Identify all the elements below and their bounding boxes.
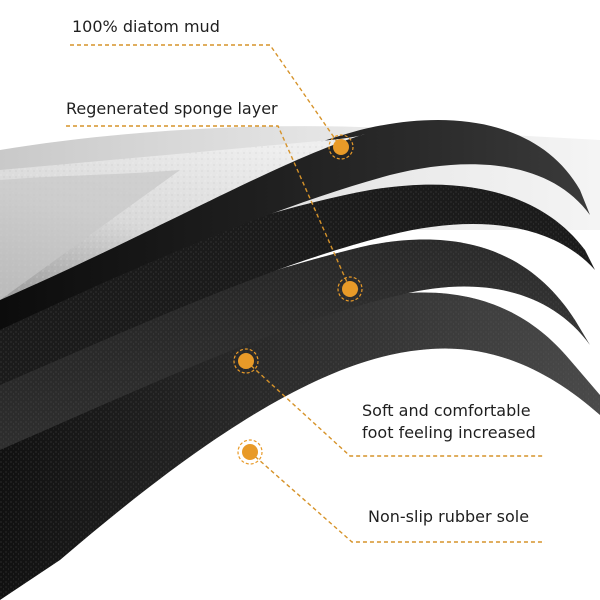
callout-dot-diatom (328, 134, 354, 160)
callout-markers (233, 134, 363, 465)
leader-soft (245, 360, 545, 457)
label-soft-line2: foot feeling increased (362, 423, 536, 442)
label-diatom-mud: 100% diatom mud (72, 17, 220, 36)
leader-sponge (66, 125, 351, 290)
label-soft-comfort: Soft and comfortable foot feeling increa… (362, 400, 536, 444)
callout-dot-rubber (237, 439, 263, 465)
callout-dot-soft (233, 348, 259, 374)
callout-dot-sponge (337, 276, 363, 302)
mat-side-surface (0, 170, 180, 300)
leader-rubber (249, 451, 545, 543)
label-sponge-layer: Regenerated sponge layer (66, 99, 278, 118)
label-soft-line1: Soft and comfortable (362, 401, 531, 420)
leader-lines (66, 44, 545, 543)
label-rubber-sole: Non-slip rubber sole (368, 507, 530, 526)
leader-diatom (70, 44, 341, 147)
